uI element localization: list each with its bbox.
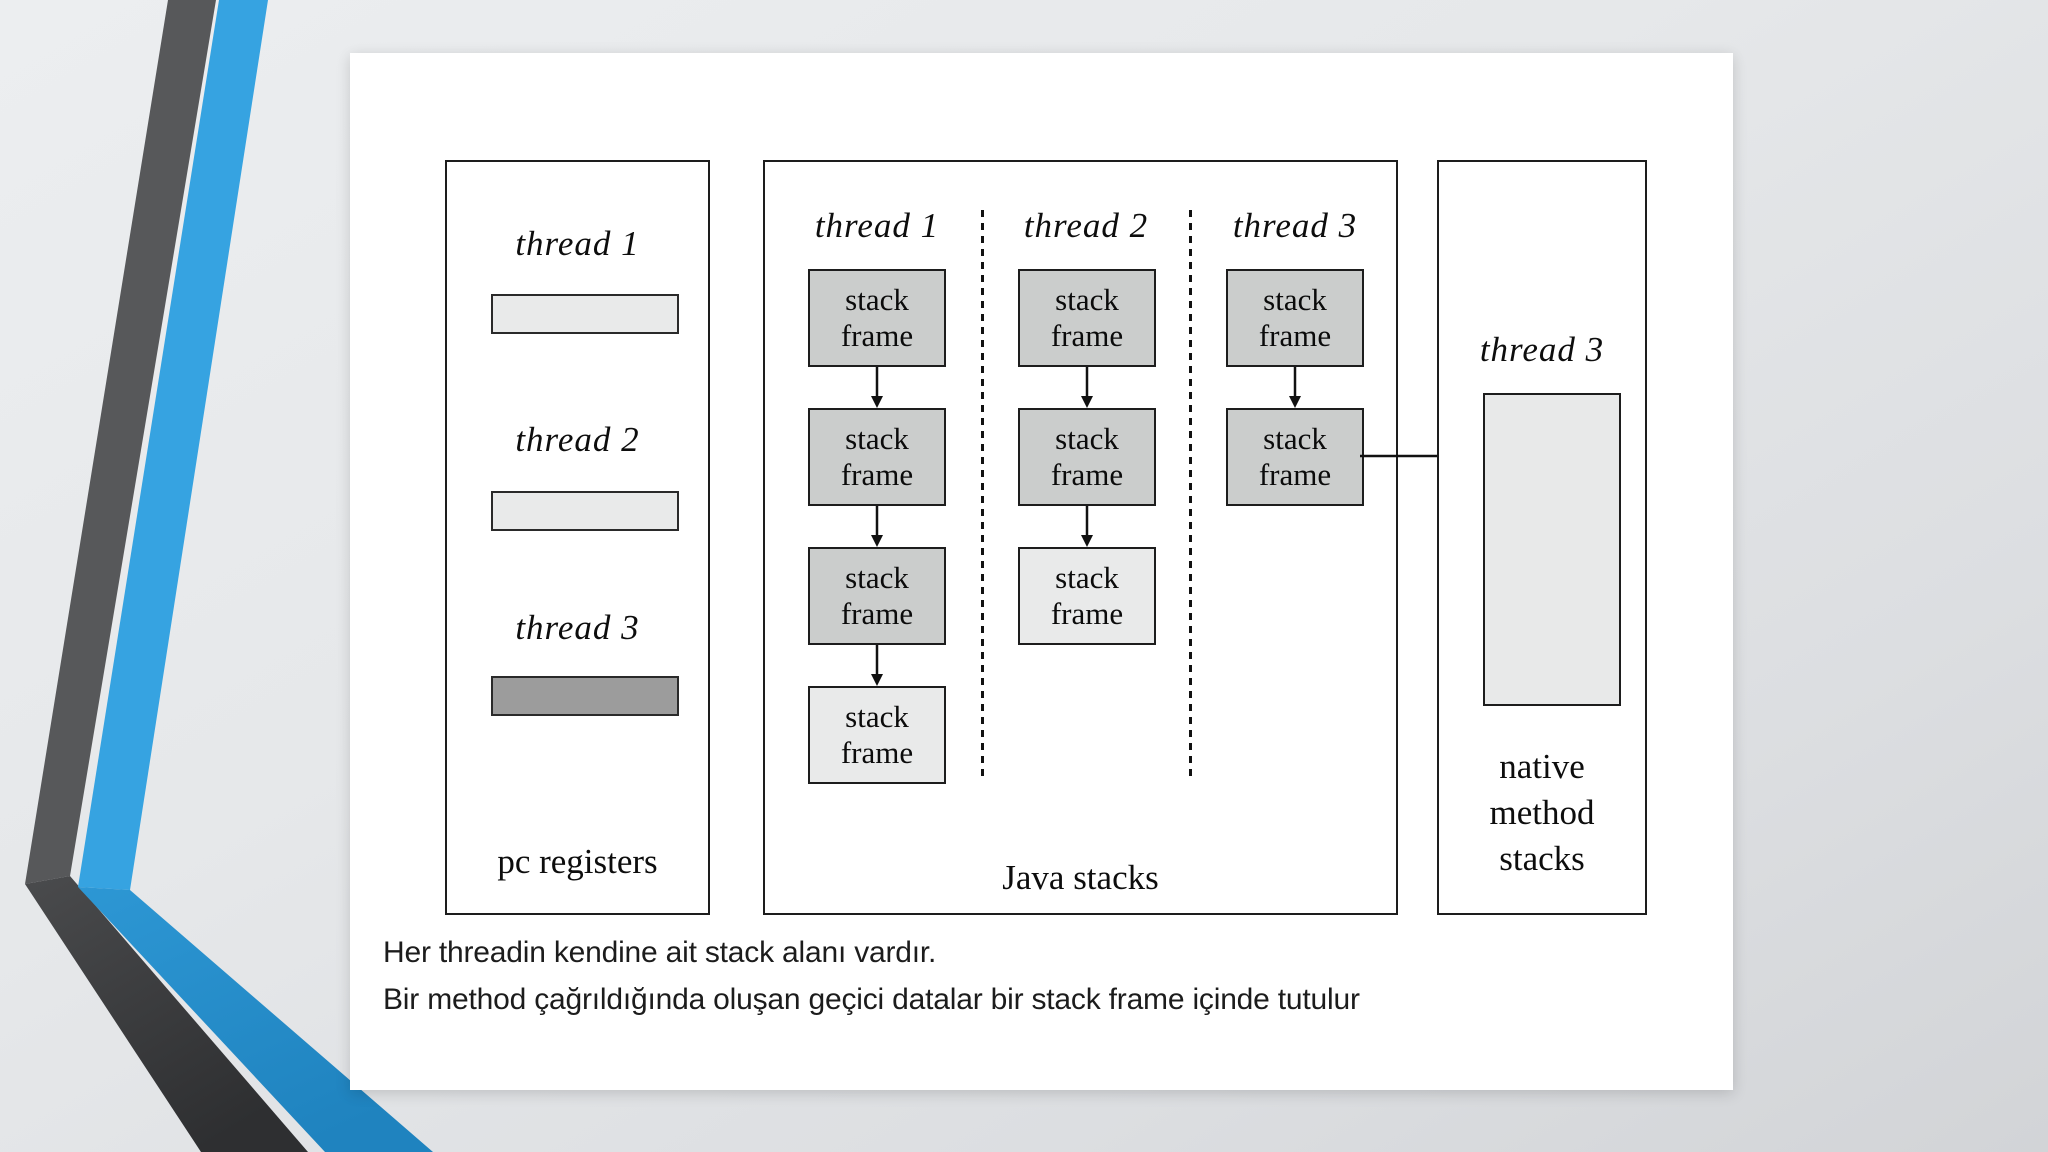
stack-frame: stack frame bbox=[1018, 408, 1156, 506]
native-method-stacks-caption: native method stacks bbox=[1489, 747, 1595, 879]
pc-thread1-label: thread 1 bbox=[515, 224, 640, 263]
stack-frame: stack frame bbox=[808, 408, 946, 506]
pc-register-bar-thread2 bbox=[491, 491, 679, 531]
slide-body-text: Her threadin kendine ait stack alanı var… bbox=[383, 929, 1703, 1023]
pc-register-bar-thread1 bbox=[491, 294, 679, 334]
arrow-down-icon bbox=[1081, 367, 1093, 408]
pc-registers-panel: thread 1 thread 2 thread 3 pc registers bbox=[445, 160, 710, 915]
stack-frame: stack frame bbox=[1226, 408, 1364, 506]
java-thread1-header: thread 1 bbox=[814, 206, 940, 245]
stack-frame: stack frame bbox=[1018, 269, 1156, 367]
blue-stripe-lower bbox=[78, 887, 433, 1152]
arrow-down-icon bbox=[871, 645, 883, 686]
java-stacks-caption: Java stacks bbox=[1002, 858, 1159, 897]
java-thread1-column: stack frame stack frame stack frame stac… bbox=[808, 269, 946, 784]
arrow-down-icon bbox=[871, 506, 883, 547]
java-stacks-panel: thread 1 thread 2 thread 3 stack frame s… bbox=[763, 160, 1398, 915]
dashed-divider bbox=[981, 210, 984, 780]
blue-stripe-upper bbox=[78, 0, 268, 890]
arrow-down-icon bbox=[1081, 506, 1093, 547]
java-thread2-header: thread 2 bbox=[1023, 206, 1149, 245]
java-thread3-header: thread 3 bbox=[1232, 206, 1358, 245]
stack-frame: stack frame bbox=[808, 686, 946, 784]
java-thread3-column: stack frame stack frame bbox=[1226, 269, 1364, 506]
java-thread2-column: stack frame stack frame stack frame bbox=[1018, 269, 1156, 645]
pc-registers-caption: pc registers bbox=[497, 842, 658, 881]
native-stack-box bbox=[1483, 393, 1621, 706]
native-method-stacks-panel: thread 3 native method stacks bbox=[1437, 160, 1647, 915]
footer-line-2: Bir method çağrıldığında oluşan geçici d… bbox=[383, 983, 1360, 1016]
arrow-down-icon bbox=[871, 367, 883, 408]
pc-thread3-label: thread 3 bbox=[515, 608, 640, 647]
stack-frame: stack frame bbox=[1018, 547, 1156, 645]
stack-frame: stack frame bbox=[808, 547, 946, 645]
footer-line-1: Her threadin kendine ait stack alanı var… bbox=[383, 936, 937, 969]
pc-thread2-label: thread 2 bbox=[515, 420, 640, 459]
dark-stripe-upper bbox=[25, 0, 216, 884]
stack-frame: stack frame bbox=[808, 269, 946, 367]
slide-content: thread 1 thread 2 thread 3 pc registers … bbox=[350, 53, 1733, 1090]
pc-register-bar-thread3 bbox=[491, 676, 679, 716]
dark-stripe-lower bbox=[25, 876, 308, 1152]
dashed-divider bbox=[1189, 210, 1192, 780]
native-thread3-label: thread 3 bbox=[1479, 330, 1605, 369]
stack-frame: stack frame bbox=[1226, 269, 1364, 367]
arrow-down-icon bbox=[1289, 367, 1301, 408]
